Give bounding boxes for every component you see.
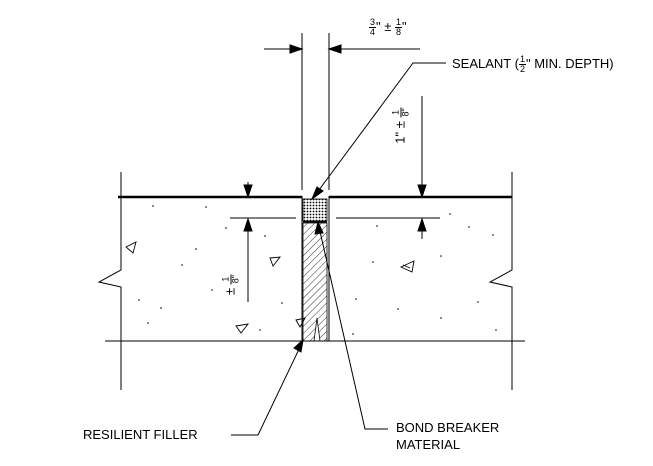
resilient-filler-label: RESILIENT FILLER — [83, 427, 198, 442]
joint-width-fraction: 3 4 — [369, 17, 377, 37]
recess-whole: 1" — [392, 131, 408, 144]
joint-width-tolerance: 1 8 — [395, 17, 403, 37]
sealant-leader — [310, 62, 446, 201]
joint-width-unit: " — [376, 18, 381, 34]
bond-breaker-label-line1: BOND BREAKER — [396, 420, 500, 435]
joint-width-tol-denominator: 8 — [396, 27, 402, 37]
recess-label: 1" ± 1 8" — [391, 91, 411, 161]
concrete-aggregate-marks — [125, 241, 415, 334]
recess-dimension — [336, 96, 440, 239]
joint-width-dimension — [264, 33, 420, 190]
joint-faces — [301, 196, 330, 341]
recess-fraction: 1 8" — [391, 107, 411, 118]
offset-dimension — [230, 182, 296, 302]
right-slab-break-line — [488, 172, 513, 390]
joint-width-plus-minus: ± — [384, 18, 392, 34]
sealant-label-prefix: SEALANT ( — [452, 55, 519, 71]
joint-width-tol-unit: " — [402, 18, 407, 34]
bond-breaker-leader — [314, 220, 388, 430]
joint-width-numerator: 3 — [369, 17, 377, 28]
offset-fraction: 1 8" — [221, 274, 241, 285]
joint-width-label: 3 4 " ± 1 8 " — [369, 18, 407, 37]
recess-plus-minus: ± — [392, 121, 408, 129]
offset-tol-denominator: 8" — [230, 275, 241, 284]
offset-label: ± 1 8" — [221, 260, 241, 310]
left-slab-break-line — [97, 172, 122, 390]
concrete-dots — [138, 205, 497, 335]
resilient-filler-leader — [231, 338, 304, 436]
bond-breaker-label-line2: MATERIAL — [396, 437, 461, 452]
sealant-label-suffix: " MIN. DEPTH) — [525, 55, 614, 71]
sealant — [302, 198, 328, 222]
recess-tol-denominator: 8" — [400, 108, 411, 117]
resilient-filler — [302, 222, 328, 342]
joint-width-denominator: 4 — [370, 27, 376, 37]
sealant-depth-numerator: 1 — [518, 54, 526, 65]
joint-width-tol-numerator: 1 — [395, 17, 403, 28]
sealant-depth-denominator: 2 — [519, 64, 525, 74]
offset-plus-minus: ± — [222, 287, 238, 295]
